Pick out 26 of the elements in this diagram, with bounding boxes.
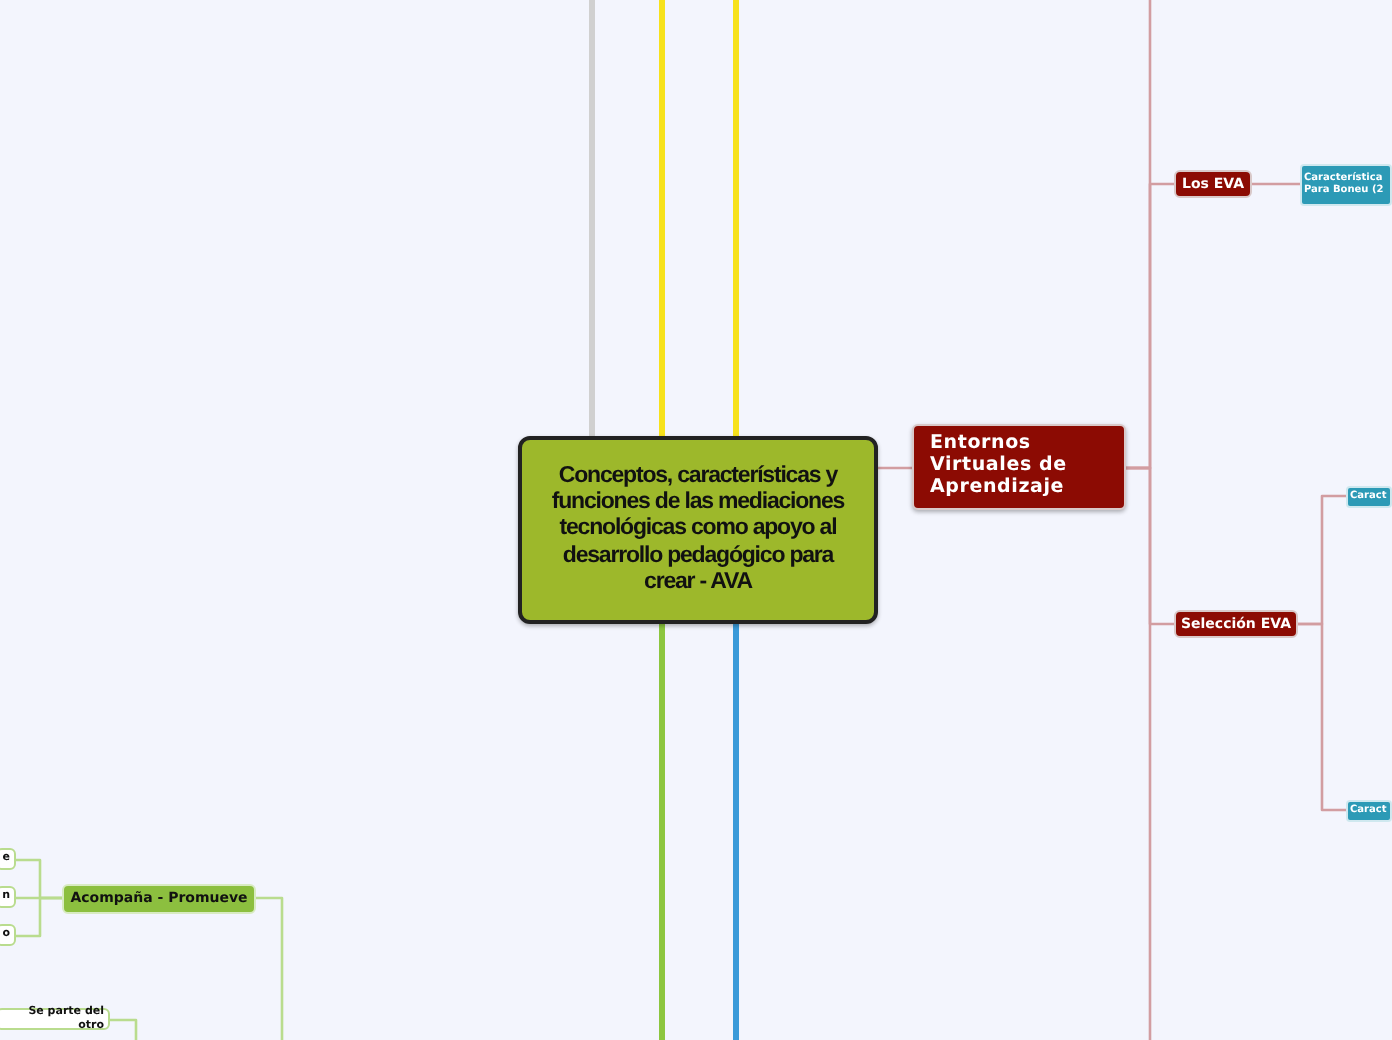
connector-line	[659, 624, 665, 1040]
connector-line	[110, 1018, 138, 1040]
connector-line	[1298, 622, 1346, 812]
connector-line	[16, 896, 62, 938]
topic-box	[912, 424, 1126, 510]
connector-line	[878, 466, 912, 470]
connector-line	[733, 624, 739, 1040]
topic-text: Entornos Virtuales de Aprendizaje	[930, 434, 1069, 500]
subtopic-box	[1346, 800, 1392, 822]
connector-line	[256, 896, 284, 1040]
topic-text: Conceptos, características y funciones de las mediaciones tecnológicas como apoyo al desarrollo pedagógico para crear - AVA	[549, 463, 847, 597]
subtopic-box	[1346, 486, 1392, 508]
subtopic-box	[62, 884, 256, 914]
subtopic-box	[0, 924, 16, 946]
subtopic-box	[1300, 164, 1392, 206]
connector-line	[1126, 466, 1152, 1040]
subtopic-box	[0, 1008, 110, 1030]
subtopic-box	[0, 886, 16, 908]
central-topic-box	[518, 436, 878, 624]
subtopic-box	[0, 848, 16, 870]
subtopic-box	[1174, 170, 1252, 198]
subtopic-box	[1174, 610, 1298, 638]
connector-line	[733, 0, 739, 436]
connector-line	[589, 0, 595, 436]
connector-line	[1252, 182, 1300, 186]
connector-line	[659, 0, 665, 436]
